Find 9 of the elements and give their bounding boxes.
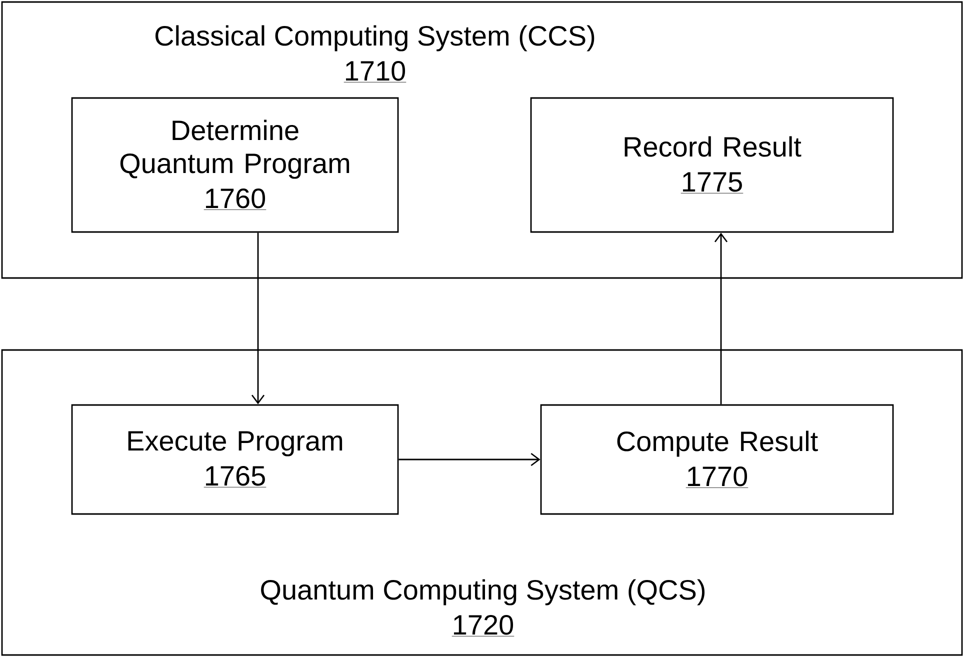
- box-heading: Classical Computing System (CCS) 1710: [155, 25, 594, 82]
- box-heading: Quantum Computing System (QCS) 1720: [261, 579, 705, 636]
- process-box: Determine Quantum Program 1760: [71, 97, 399, 233]
- arrow: [398, 452, 540, 466]
- process-box: Compute Result 1770: [540, 404, 894, 515]
- process-box: Record Result 1775: [530, 97, 894, 233]
- arrow: [251, 232, 265, 404]
- arrow: [714, 232, 728, 404]
- process-box: Execute Program 1765: [71, 404, 399, 515]
